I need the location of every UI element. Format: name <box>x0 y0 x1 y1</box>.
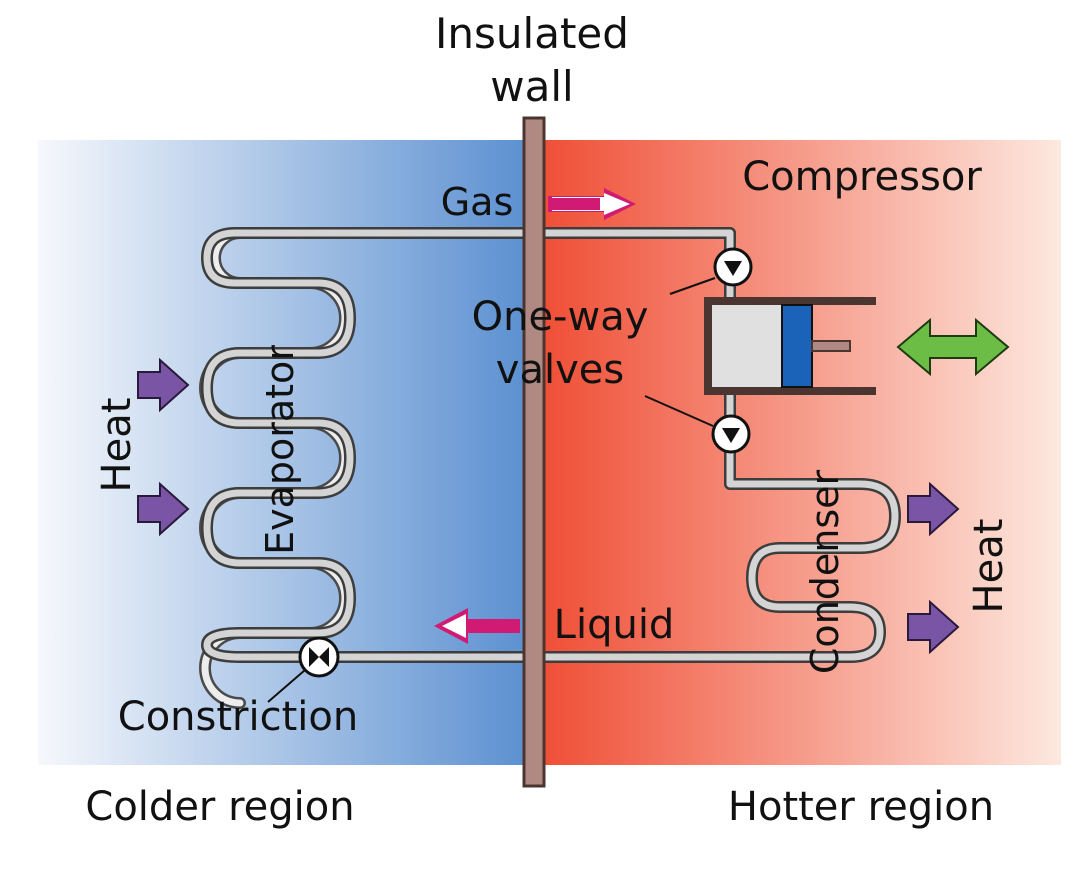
constriction-valve <box>298 636 340 678</box>
compressor-label: Compressor <box>742 154 982 200</box>
condenser-label: Condenser <box>803 469 847 674</box>
piston-rod <box>811 340 851 352</box>
valve-leader-bottom <box>644 395 714 427</box>
liquid-flow-arrow <box>434 608 520 644</box>
heat-in-arrow-2 <box>137 481 190 537</box>
gas-label: Gas <box>441 180 514 224</box>
insulated-wall <box>522 116 546 788</box>
constriction-label: Constriction <box>118 694 358 740</box>
liquid-label: Liquid <box>554 602 675 648</box>
piston-motion-arrow <box>896 317 1010 377</box>
heat-right-label: Heat <box>966 519 1012 614</box>
heat-out-arrow-1 <box>907 481 960 537</box>
evaporator-label: Evaporator <box>258 345 302 555</box>
hotter-region-label: Hotter region <box>728 784 994 830</box>
heat-out-arrow-2 <box>907 599 960 655</box>
compressor <box>704 297 876 395</box>
compressor-piston <box>781 304 813 388</box>
valves-label-line1: One-way <box>472 294 649 340</box>
wall-label-line2: wall <box>490 62 573 111</box>
valves-label-line2: valves <box>496 347 624 393</box>
colder-region-label: Colder region <box>85 784 354 830</box>
one-way-valve-bottom <box>711 414 751 454</box>
gas-flow-arrow <box>548 188 636 220</box>
constriction-leader <box>267 669 306 703</box>
wall-label-line1: Insulated <box>435 9 629 58</box>
valve-leader-top <box>669 277 716 295</box>
heat-in-arrow-1 <box>137 357 190 413</box>
one-way-valve-top <box>713 247 753 287</box>
refrigerant-loop <box>201 227 901 663</box>
heat-left-label: Heat <box>94 398 140 493</box>
